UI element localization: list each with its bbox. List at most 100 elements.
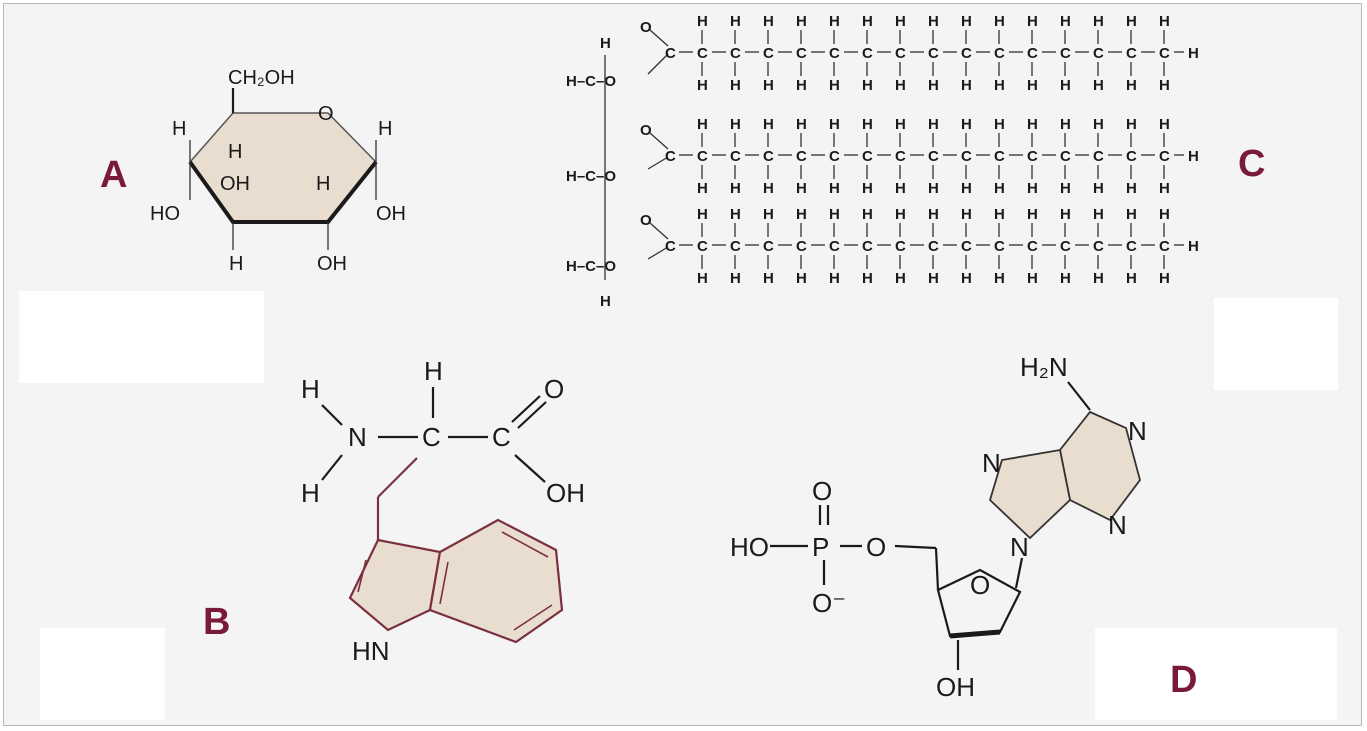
chain-h-bottom-3-1: H [697, 270, 708, 287]
nuc-sugar-o: O [970, 570, 990, 600]
nuc-o-minus: O⁻ [812, 588, 846, 618]
chain-c-2-6: C [862, 148, 873, 165]
glucose-ring-front-edge [188, 160, 378, 224]
glucose-h-bottom: H [229, 253, 243, 275]
chain-h-top-2-7: H [895, 116, 906, 133]
chain-h-bottom-2-8: H [928, 180, 939, 197]
glucose-molecule: CH₂OH O H H OH H H HO OH H OH [150, 67, 406, 275]
nuc-sugar-ring [936, 568, 1022, 638]
trp-bond-n-h1 [321, 404, 343, 426]
chain-h-top-2-13: H [1093, 116, 1104, 133]
ester-c-2: C [665, 148, 676, 165]
chain-h-top-3-10: H [994, 206, 1005, 223]
label-d: D [1170, 659, 1197, 701]
chain-h-bottom-1-7: H [895, 77, 906, 94]
chain-h-bottom-2-7: H [895, 180, 906, 197]
nuc-bond-ch2 [934, 547, 940, 591]
chain-h-bottom-1-8: H [928, 77, 939, 94]
chain-h-top-1-2: H [730, 13, 741, 30]
chain-c-3-1: C [697, 238, 708, 255]
glycerol-row-1: H–C–O [566, 73, 616, 90]
chain-c-2-11: C [1027, 148, 1038, 165]
chain-c-3-7: C [895, 238, 906, 255]
answer-box-a [19, 291, 264, 383]
label-c: C [1238, 143, 1265, 185]
trp-h-left-bottom: H [301, 478, 320, 508]
trp-double-bond-4 [439, 561, 449, 605]
trp-h-top: H [424, 356, 443, 386]
chain-h-top-3-1: H [697, 206, 708, 223]
chain-h-bottom-1-14: H [1126, 77, 1137, 94]
label-a: A [100, 154, 127, 196]
chain-c-3-14: C [1126, 238, 1137, 255]
chain-h-top-2-12: H [1060, 116, 1071, 133]
chain-c-1-12: C [1060, 45, 1071, 62]
chain-c-1-10: C [994, 45, 1005, 62]
chain-c-2-15: C [1159, 148, 1170, 165]
chain-h-bottom-2-4: H [796, 180, 807, 197]
ester-bond-2 [647, 156, 669, 170]
chain-h-top-2-1: H [697, 116, 708, 133]
nuc-phosphate-o-top: O [812, 476, 832, 506]
answer-box-d [1095, 628, 1337, 720]
chain-c-1-13: C [1093, 45, 1104, 62]
trp-carbonyl-o: O [544, 374, 564, 404]
chain-c-2-13: C [1093, 148, 1104, 165]
trp-h-left-top: H [301, 374, 320, 404]
glucose-h-left: H [172, 118, 186, 140]
chain-c-3-5: C [829, 238, 840, 255]
ester-carbonyl-bond-1 [649, 29, 669, 47]
chain-h-top-3-3: H [763, 206, 774, 223]
chain-h-bottom-3-3: H [763, 270, 774, 287]
nuc-oh: OH [936, 672, 975, 702]
glucose-h-inner-1: H [228, 141, 242, 163]
chain-c-2-1: C [697, 148, 708, 165]
chain-c-2-10: C [994, 148, 1005, 165]
ester-bond-3 [647, 246, 669, 260]
chain-c-2-5: C [829, 148, 840, 165]
ester-carbonyl-bond-2 [649, 132, 669, 150]
chain-c-3-8: C [928, 238, 939, 255]
ester-c-3: C [665, 238, 676, 255]
chain-h-bottom-1-6: H [862, 77, 873, 94]
chain-c-3-15: C [1159, 238, 1170, 255]
chain-h-top-1-4: H [796, 13, 807, 30]
trp-double-bond-1 [357, 559, 367, 593]
ester-carbonyl-o-2: O [640, 122, 652, 139]
chain-h-bottom-3-13: H [1093, 270, 1104, 287]
chain-h-top-3-6: H [862, 206, 873, 223]
glucose-ring-oxygen: O [318, 103, 334, 125]
chain-h-top-1-11: H [1027, 13, 1038, 30]
glucose-oh-bottom: OH [317, 253, 347, 275]
glycerol-h-bottom: H [600, 293, 611, 310]
ester-c-1: C [665, 45, 676, 62]
glucose-oh-inner: OH [220, 173, 250, 195]
chain-c-2-7: C [895, 148, 906, 165]
chain-h-top-2-8: H [928, 116, 939, 133]
nuc-o-link: O [866, 532, 886, 562]
chain-h-top-1-7: H [895, 13, 906, 30]
chain-h-bottom-3-15: H [1159, 270, 1170, 287]
trp-benzene-ring [428, 518, 564, 644]
trp-double-bond-3 [513, 604, 553, 631]
chain-h-bottom-2-15: H [1159, 180, 1170, 197]
chain-h-bottom-3-5: H [829, 270, 840, 287]
chain-h-top-3-5: H [829, 206, 840, 223]
chain-c-3-12: C [1060, 238, 1071, 255]
glucose-h-inner-2: H [316, 173, 330, 195]
chain-h-top-2-9: H [961, 116, 972, 133]
chain-c-3-11: C [1027, 238, 1038, 255]
ester-carbonyl-o-3: O [640, 212, 652, 229]
chain-h-bottom-1-11: H [1027, 77, 1038, 94]
chain-h-top-3-12: H [1060, 206, 1071, 223]
chain-h-bottom-2-9: H [961, 180, 972, 197]
chain-h-bottom-2-11: H [1027, 180, 1038, 197]
trp-bond-c-oh [514, 454, 546, 483]
chain-h-bottom-1-12: H [1060, 77, 1071, 94]
trp-hn: HN [352, 636, 390, 666]
chain-c-1-1: C [697, 45, 708, 62]
chain-h-top-1-15: H [1159, 13, 1170, 30]
chain-h-top-1-12: H [1060, 13, 1071, 30]
chain-h-top-2-3: H [763, 116, 774, 133]
